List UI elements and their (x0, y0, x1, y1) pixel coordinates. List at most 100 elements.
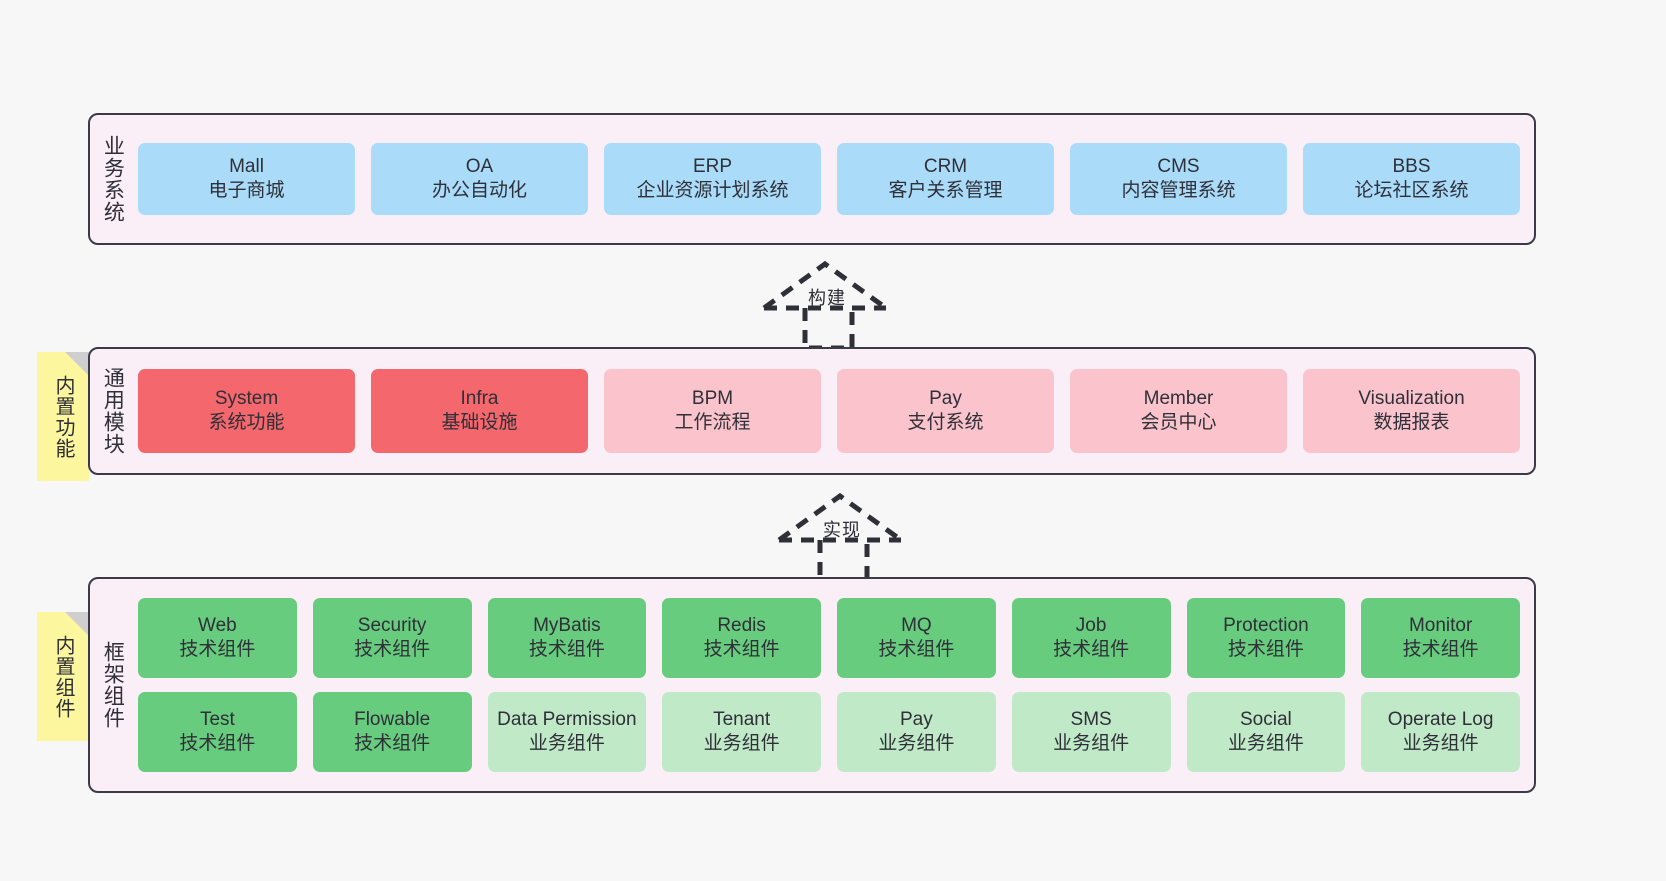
box-title: CMS (1157, 155, 1200, 177)
layer-body-general-modules: System 系统功能 Infra 基础设施 BPM 工作流程 Pay 支付系统… (134, 349, 1534, 473)
box-subtitle: 业务组件 (1402, 733, 1479, 754)
box-title: Flowable (354, 708, 431, 730)
box-mybatis[interactable]: MyBatis 技术组件 (487, 598, 647, 678)
box-web[interactable]: Web 技术组件 (138, 598, 297, 678)
box-subtitle: 业务组件 (1227, 733, 1304, 754)
box-subtitle: 技术组件 (179, 733, 256, 754)
box-subtitle: 技术组件 (878, 639, 955, 660)
box-subtitle: 技术组件 (1402, 639, 1479, 660)
box-title: System (214, 387, 279, 409)
box-title: Web (198, 614, 237, 636)
box-title: Security (357, 614, 427, 636)
box-mq[interactable]: MQ 技术组件 (837, 598, 996, 678)
box-subtitle: 支付系统 (907, 412, 984, 433)
sticky-note-builtin-features: 内置功能 (37, 352, 89, 481)
box-security[interactable]: Security 技术组件 (312, 598, 472, 678)
box-subtitle: 技术组件 (528, 639, 605, 660)
box-title: Monitor (1408, 614, 1473, 636)
sticky-note-label: 内置组件 (52, 634, 74, 719)
box-pay-module[interactable]: Pay 支付系统 (837, 369, 1054, 453)
box-title: Pay (929, 387, 962, 409)
box-title: MQ (901, 614, 932, 636)
connector-build: 构建 (760, 258, 910, 351)
box-title: ERP (692, 155, 733, 177)
sticky-note-label: 内置功能 (52, 374, 74, 459)
box-infra[interactable]: Infra 基础设施 (371, 369, 588, 453)
box-title: Member (1143, 387, 1214, 409)
box-title: Tenant (713, 708, 771, 730)
box-subtitle: 技术组件 (703, 639, 780, 660)
box-subtitle: 会员中心 (1140, 412, 1217, 433)
box-subtitle: 技术组件 (354, 733, 431, 754)
box-crm[interactable]: CRM 客户关系管理 (837, 143, 1054, 215)
generalization-arrow-icon (762, 260, 888, 351)
folded-corner-icon (65, 352, 89, 376)
box-title: OA (465, 155, 494, 177)
layer-title-business-systems: 业务系统 (101, 135, 125, 223)
box-subtitle: 业务组件 (528, 733, 605, 754)
box-bpm[interactable]: BPM 工作流程 (604, 369, 821, 453)
layer-title-framework-components: 框架组件 (101, 641, 125, 729)
box-subtitle: 技术组件 (1053, 639, 1130, 660)
box-redis[interactable]: Redis 技术组件 (662, 598, 821, 678)
box-bbs[interactable]: BBS 论坛社区系统 (1303, 143, 1520, 215)
row: Test 技术组件 Flowable 技术组件 Data Permission … (138, 692, 1520, 772)
box-subtitle: 客户关系管理 (888, 180, 1003, 201)
generalization-arrow-icon (777, 492, 903, 583)
sticky-note-builtin-components: 内置组件 (37, 612, 89, 741)
box-title: Pay (900, 708, 933, 730)
box-title: Redis (717, 614, 766, 636)
box-visualization[interactable]: Visualization 数据报表 (1303, 369, 1520, 453)
row: System 系统功能 Infra 基础设施 BPM 工作流程 Pay 支付系统… (138, 369, 1520, 453)
box-subtitle: 工作流程 (674, 412, 751, 433)
box-title: Mall (229, 155, 264, 177)
box-test[interactable]: Test 技术组件 (138, 692, 297, 772)
box-title: Operate Log (1387, 708, 1494, 730)
box-title: Protection (1223, 614, 1309, 636)
row: Web 技术组件 Security 技术组件 MyBatis 技术组件 Redi… (138, 598, 1520, 678)
box-title: BPM (691, 387, 734, 409)
box-title: CRM (923, 155, 968, 177)
box-monitor[interactable]: Monitor 技术组件 (1361, 598, 1520, 678)
folded-corner-icon (65, 612, 89, 636)
box-data-permission[interactable]: Data Permission 业务组件 (487, 692, 647, 772)
box-cms[interactable]: CMS 内容管理系统 (1070, 143, 1287, 215)
box-subtitle: 基础设施 (441, 412, 518, 433)
layer-framework-components: 框架组件 Web 技术组件 Security 技术组件 MyBatis 技术组件… (88, 577, 1536, 793)
box-tenant[interactable]: Tenant 业务组件 (662, 692, 821, 772)
box-subtitle: 论坛社区系统 (1354, 180, 1469, 201)
box-subtitle: 技术组件 (1227, 639, 1304, 660)
box-subtitle: 技术组件 (354, 639, 431, 660)
box-social[interactable]: Social 业务组件 (1186, 692, 1346, 772)
box-oa[interactable]: OA 办公自动化 (371, 143, 588, 215)
box-subtitle: 电子商城 (208, 180, 285, 201)
box-subtitle: 数据报表 (1373, 412, 1450, 433)
connector-label-implement: 实现 (823, 520, 861, 540)
box-system[interactable]: System 系统功能 (138, 369, 355, 453)
box-job[interactable]: Job 技术组件 (1011, 598, 1171, 678)
box-pay-component[interactable]: Pay 业务组件 (837, 692, 996, 772)
box-mall[interactable]: Mall 电子商城 (138, 143, 355, 215)
box-subtitle: 业务组件 (878, 733, 955, 754)
row: Mall 电子商城 OA 办公自动化 ERP 企业资源计划系统 CRM 客户关系… (138, 143, 1520, 215)
box-subtitle: 技术组件 (179, 639, 256, 660)
box-protection[interactable]: Protection 技术组件 (1186, 598, 1346, 678)
layer-body-business-systems: Mall 电子商城 OA 办公自动化 ERP 企业资源计划系统 CRM 客户关系… (134, 115, 1534, 243)
box-subtitle: 办公自动化 (431, 180, 527, 201)
box-operate-log[interactable]: Operate Log 业务组件 (1361, 692, 1520, 772)
box-title: Test (199, 708, 235, 730)
box-subtitle: 业务组件 (1053, 733, 1130, 754)
box-member[interactable]: Member 会员中心 (1070, 369, 1287, 453)
box-title: Infra (460, 387, 499, 409)
box-title: Job (1075, 614, 1107, 636)
box-flowable[interactable]: Flowable 技术组件 (312, 692, 472, 772)
layer-body-framework-components: Web 技术组件 Security 技术组件 MyBatis 技术组件 Redi… (134, 579, 1534, 791)
box-title: Visualization (1358, 387, 1465, 409)
box-erp[interactable]: ERP 企业资源计划系统 (604, 143, 821, 215)
box-title: SMS (1070, 708, 1112, 730)
box-subtitle: 系统功能 (208, 412, 285, 433)
box-subtitle: 业务组件 (703, 733, 780, 754)
box-sms[interactable]: SMS 业务组件 (1011, 692, 1171, 772)
box-subtitle: 企业资源计划系统 (636, 180, 789, 201)
